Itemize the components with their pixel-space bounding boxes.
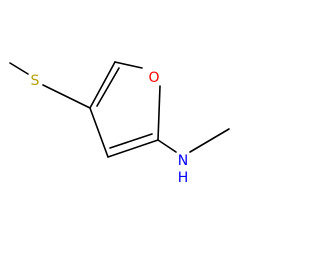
atom-label-nitrogen: N [178, 153, 188, 169]
bond-nitrogen-methyl [189, 128, 230, 153]
bond-methyl-sulfur [9, 62, 29, 75]
bond-group [9, 61, 230, 158]
atom-label-oxygen: O [148, 70, 159, 86]
molecule-drawing: S O N H [9, 61, 230, 186]
bond-c4-c5 [89, 61, 116, 109]
bond-c2-nitrogen [157, 139, 177, 153]
structure-canvas: S O N H [9, 61, 230, 186]
bond-c2-c3 [107, 139, 159, 158]
bond-c3-c4 [89, 107, 109, 158]
bond-c2-c3-double [109, 133, 153, 149]
bond-c4-c5-double [96, 67, 120, 107]
bond-sulfur-c4 [42, 84, 91, 109]
bond-c5-oxygen [114, 61, 143, 69]
atom-label-sulfur: S [31, 73, 40, 89]
atom-label-nitrogen-hydrogen: H [178, 170, 189, 186]
bond-oxygen-c2 [157, 85, 161, 141]
